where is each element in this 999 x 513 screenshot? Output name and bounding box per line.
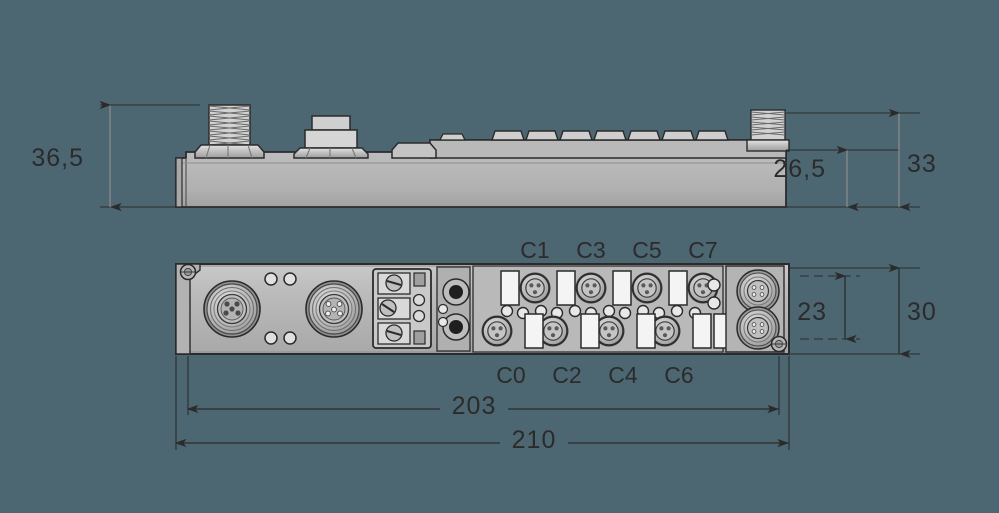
dim-label-length-mounting: 203 [452, 392, 497, 420]
led-indicator [707, 296, 721, 310]
label-field [524, 313, 544, 349]
mounting-hole-left [179, 263, 197, 281]
label-field [612, 270, 632, 306]
led-indicator [707, 278, 721, 292]
port-label-c3: C3 [576, 237, 605, 263]
port-label-c6: C6 [664, 362, 693, 388]
dim-text-mask [440, 395, 508, 421]
label-field [636, 313, 656, 349]
port-label-c1: C1 [520, 237, 549, 263]
m8-connector-c0 [480, 314, 514, 348]
m12-male-connector [203, 280, 261, 338]
screw-terminal-block [372, 268, 432, 349]
m12-right-connector-profile [746, 109, 790, 152]
status-led-group-lower [264, 331, 297, 345]
led-indicator [437, 303, 449, 315]
label-field [692, 313, 712, 349]
led-indicator [283, 272, 297, 286]
led-indicator [283, 331, 297, 345]
led-indicator [670, 304, 684, 318]
m8-connector-c5 [630, 271, 664, 305]
port-label-c7: C7 [688, 237, 717, 263]
m8-connector-c3 [574, 271, 608, 305]
m12-female-connector [305, 280, 363, 338]
led-indicator [264, 272, 278, 286]
led-indicator [264, 331, 278, 345]
m12-connector-lower-right [736, 306, 780, 350]
m12-connector-upper-right [736, 269, 780, 313]
port-label-group-top: C1 C3 C5 C7 [520, 237, 717, 263]
m8-label-field-row-upper [500, 270, 688, 306]
port-label-c5: C5 [632, 237, 661, 263]
m12-threaded-connector-profile [194, 104, 265, 159]
port-label-c4: C4 [608, 362, 638, 388]
label-field [500, 270, 520, 306]
led-indicator [568, 304, 582, 318]
mounting-hole-right [770, 335, 788, 353]
dim-label-height-overall: 36,5 [31, 144, 84, 172]
port-label-c0: C0 [496, 362, 525, 388]
side-profile-view [175, 104, 790, 208]
led-indicator [437, 316, 449, 328]
led-indicator [500, 304, 514, 318]
dim-label-depth-inner: 23 [797, 298, 827, 326]
dim-label-depth-outer: 30 [907, 298, 937, 326]
bottom-face-view [175, 263, 790, 355]
m8-connector-c1 [518, 271, 552, 305]
side-view-dimensions: 36,5 26,5 33 [31, 100, 937, 212]
label-field [580, 313, 600, 349]
label-field [668, 270, 688, 306]
port-label-group-bottom: C0 C2 C4 C6 [496, 362, 693, 388]
bottom-view-dimensions: 30 23 203 210 [174, 263, 937, 455]
dim-text-mask [500, 429, 568, 455]
label-field [556, 270, 576, 306]
dim-label-height-body: 26,5 [773, 155, 826, 183]
dim-label-length-overall: 210 [512, 426, 557, 454]
left-lip [175, 157, 183, 208]
dim-label-height-total: 33 [907, 150, 937, 178]
led-indicator [602, 304, 616, 318]
led-indicator [618, 306, 632, 320]
status-led-group-upper [264, 272, 297, 286]
cable-gland-profile [293, 115, 369, 159]
m8-connector-row-profile [438, 130, 729, 141]
raised-section [429, 139, 787, 159]
terminal-block-profile [391, 142, 437, 159]
m8-led-strip [500, 304, 702, 320]
round-port-group [436, 266, 471, 352]
port-label-c2: C2 [552, 362, 581, 388]
